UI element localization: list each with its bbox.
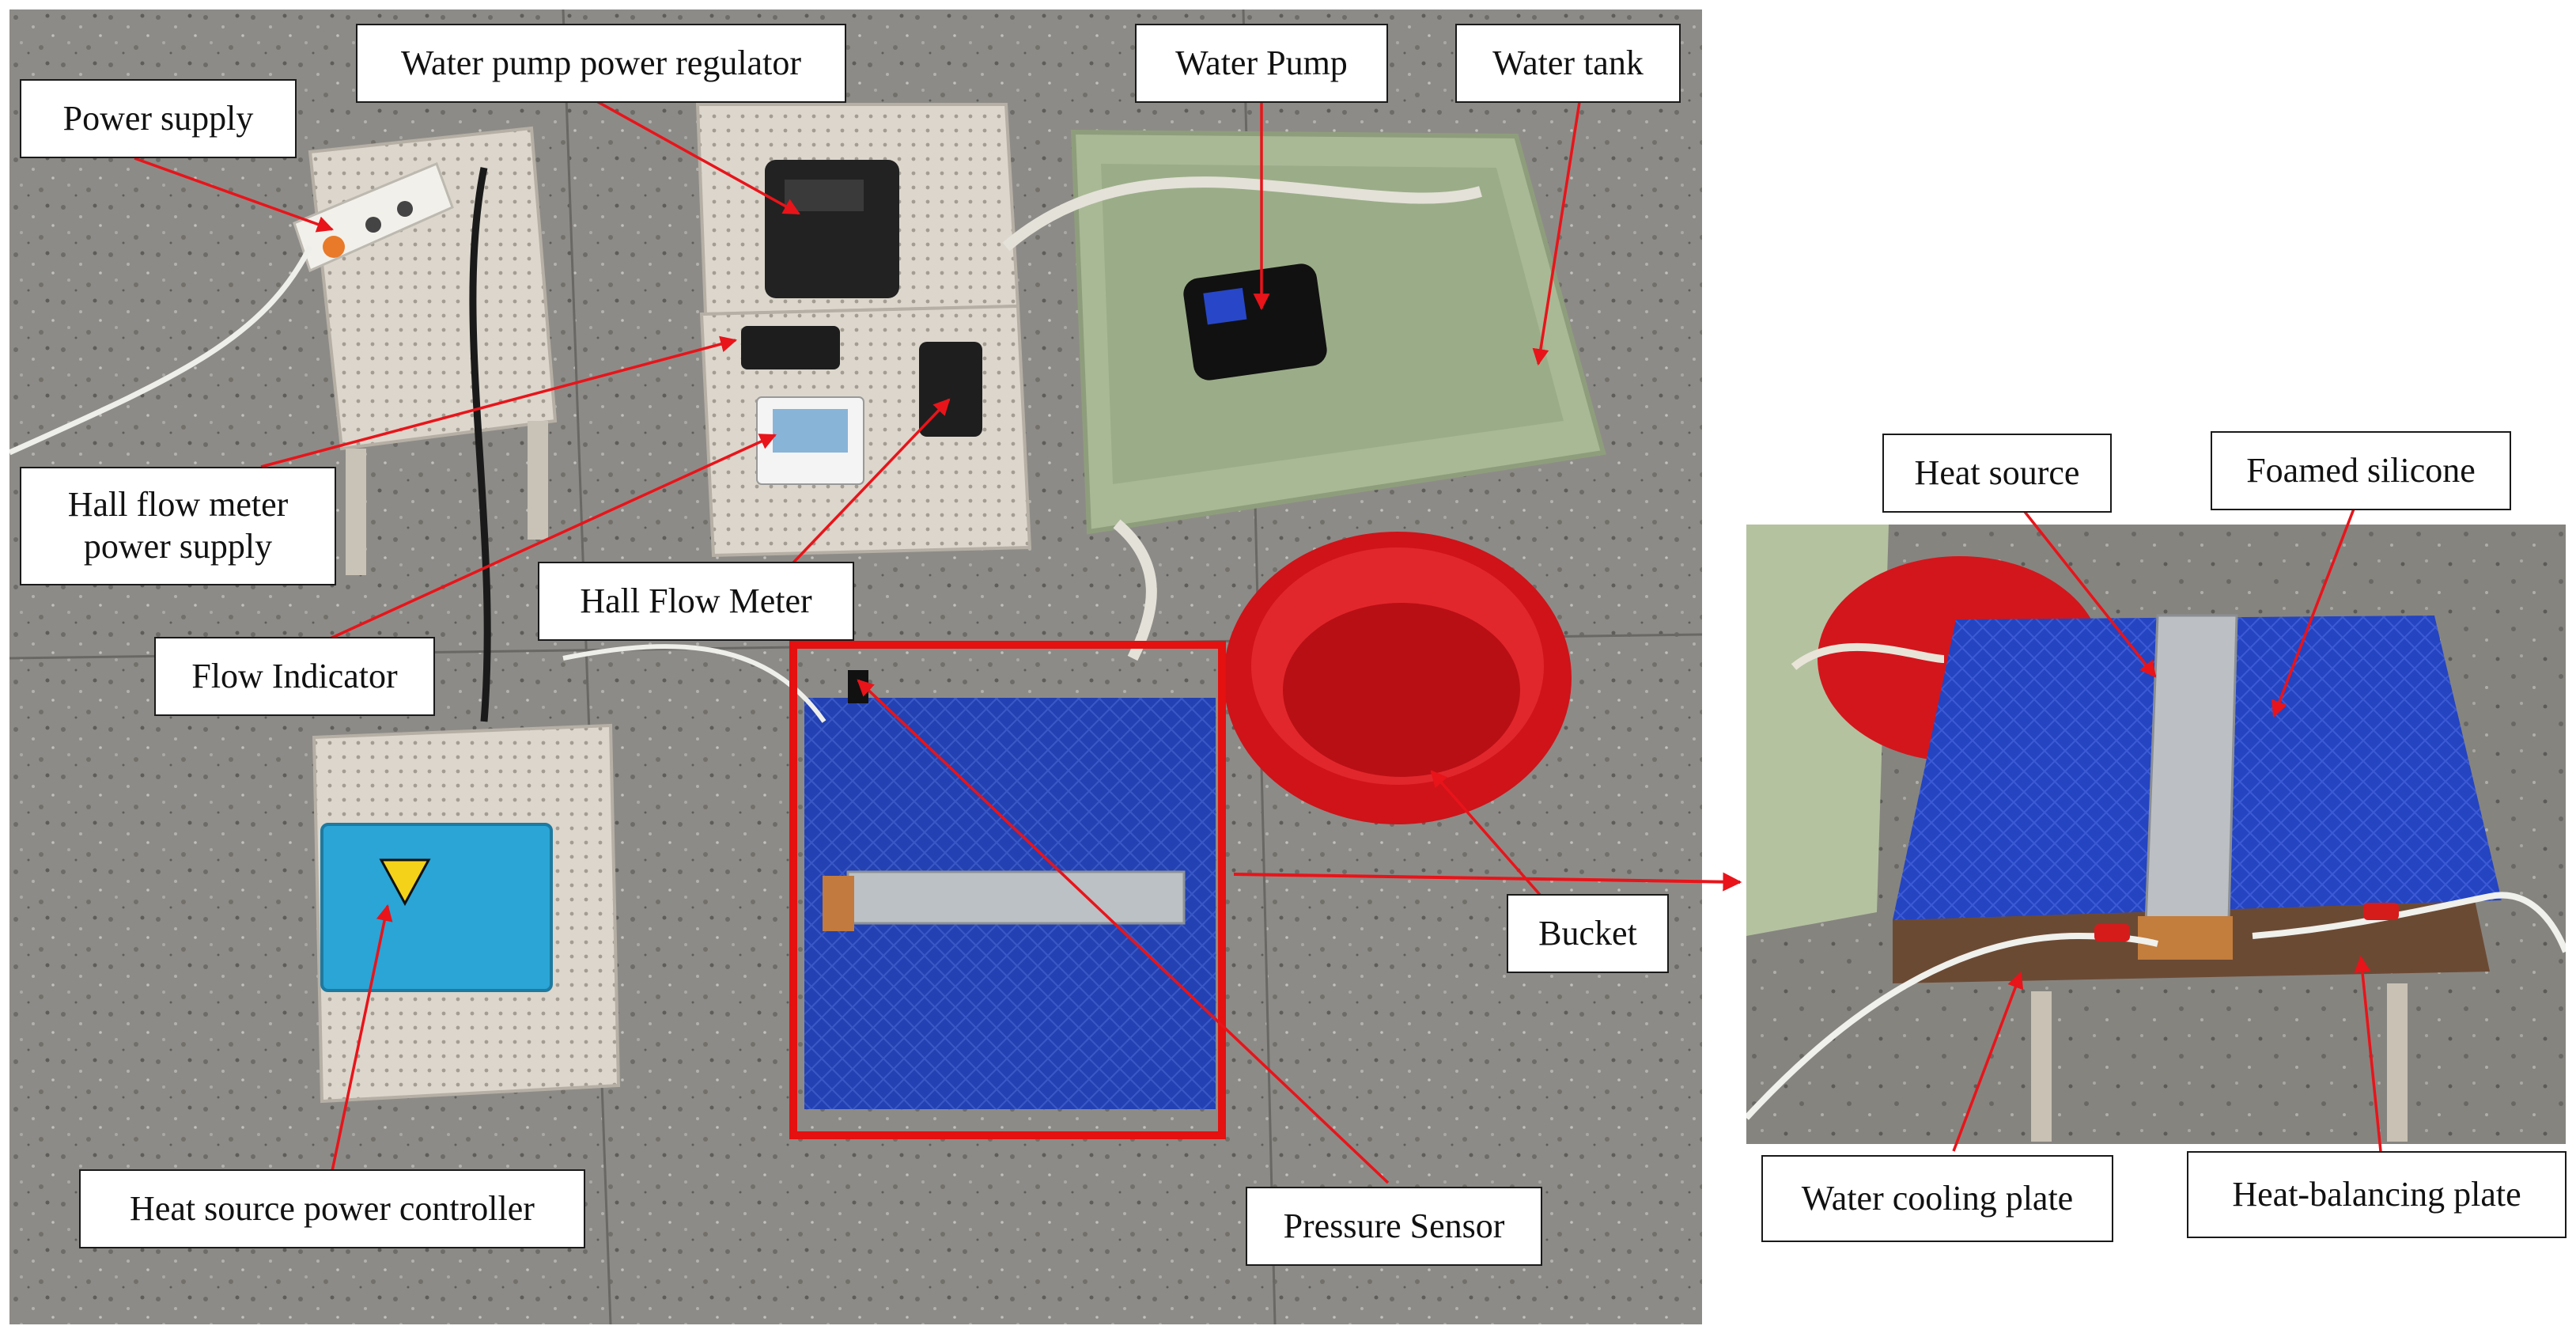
label-heat-balancing-plate-text: Heat-balancing plate [2232, 1174, 2521, 1214]
stool-flow-meter [699, 304, 1032, 558]
hall-meter-adapter [741, 326, 840, 369]
label-hall-flow-meter-text: Hall Flow Meter [580, 581, 812, 620]
label-flow-indicator-text: Flow Indicator [191, 656, 398, 695]
heat-controller-device [320, 823, 553, 992]
pressure-sensor-device [848, 670, 868, 703]
label-water-tank-text: Water tank [1492, 43, 1644, 82]
label-foamed-silicone: Foamed silicone [2211, 431, 2511, 510]
detail-heat-balancing-plate [2138, 916, 2233, 960]
label-bucket: Bucket [1507, 894, 1669, 973]
detail-scene [1746, 525, 2566, 1144]
label-pressure-sensor-text: Pressure Sensor [1283, 1206, 1505, 1245]
label-bucket-text: Bucket [1538, 913, 1637, 953]
label-water-pump-text: Water Pump [1175, 43, 1348, 82]
label-hall-meter-power-line1: Hall flow meter [67, 485, 289, 525]
label-water-cooling-plate: Water cooling plate [1761, 1155, 2113, 1242]
label-foamed-silicone-text: Foamed silicone [2246, 450, 2476, 490]
label-pump-regulator-text: Water pump power regulator [401, 43, 801, 82]
label-pump-regulator: Water pump power regulator [356, 24, 846, 103]
water-pump-device [1183, 263, 1327, 381]
label-hall-flow-meter: Hall Flow Meter [538, 562, 854, 641]
stool-heat-controller [312, 723, 621, 1104]
detail-heat-source-strip [2144, 614, 2238, 926]
label-water-cooling-plate-text: Water cooling plate [1801, 1178, 2074, 1218]
label-heat-controller-text: Heat source power controller [130, 1188, 535, 1228]
label-power-supply: Power supply [20, 79, 297, 158]
label-water-tank: Water tank [1455, 24, 1681, 103]
label-hall-flow-meter-power-supply: Hall flow meter power supply [20, 467, 336, 585]
label-heat-source: Heat source [1882, 434, 2112, 513]
label-power-supply-text: Power supply [62, 98, 254, 138]
label-water-pump: Water Pump [1135, 24, 1388, 103]
heat-source-strip [846, 870, 1186, 925]
detail-photo [1746, 525, 2566, 1144]
label-pressure-sensor: Pressure Sensor [1246, 1187, 1542, 1266]
red-bucket [1224, 532, 1572, 824]
stool-regulator [695, 103, 1020, 316]
label-heat-source-text: Heat source [1914, 453, 2080, 492]
label-heat-balancing-plate: Heat-balancing plate [2187, 1151, 2567, 1238]
test-pad [804, 670, 1216, 1109]
label-hall-meter-power-line2: power supply [83, 527, 273, 566]
label-flow-indicator: Flow Indicator [154, 637, 435, 716]
label-heat-source-power-controller: Heat source power controller [79, 1169, 585, 1248]
hall-flow-meter-device [919, 342, 982, 437]
water-tank [1070, 129, 1606, 535]
